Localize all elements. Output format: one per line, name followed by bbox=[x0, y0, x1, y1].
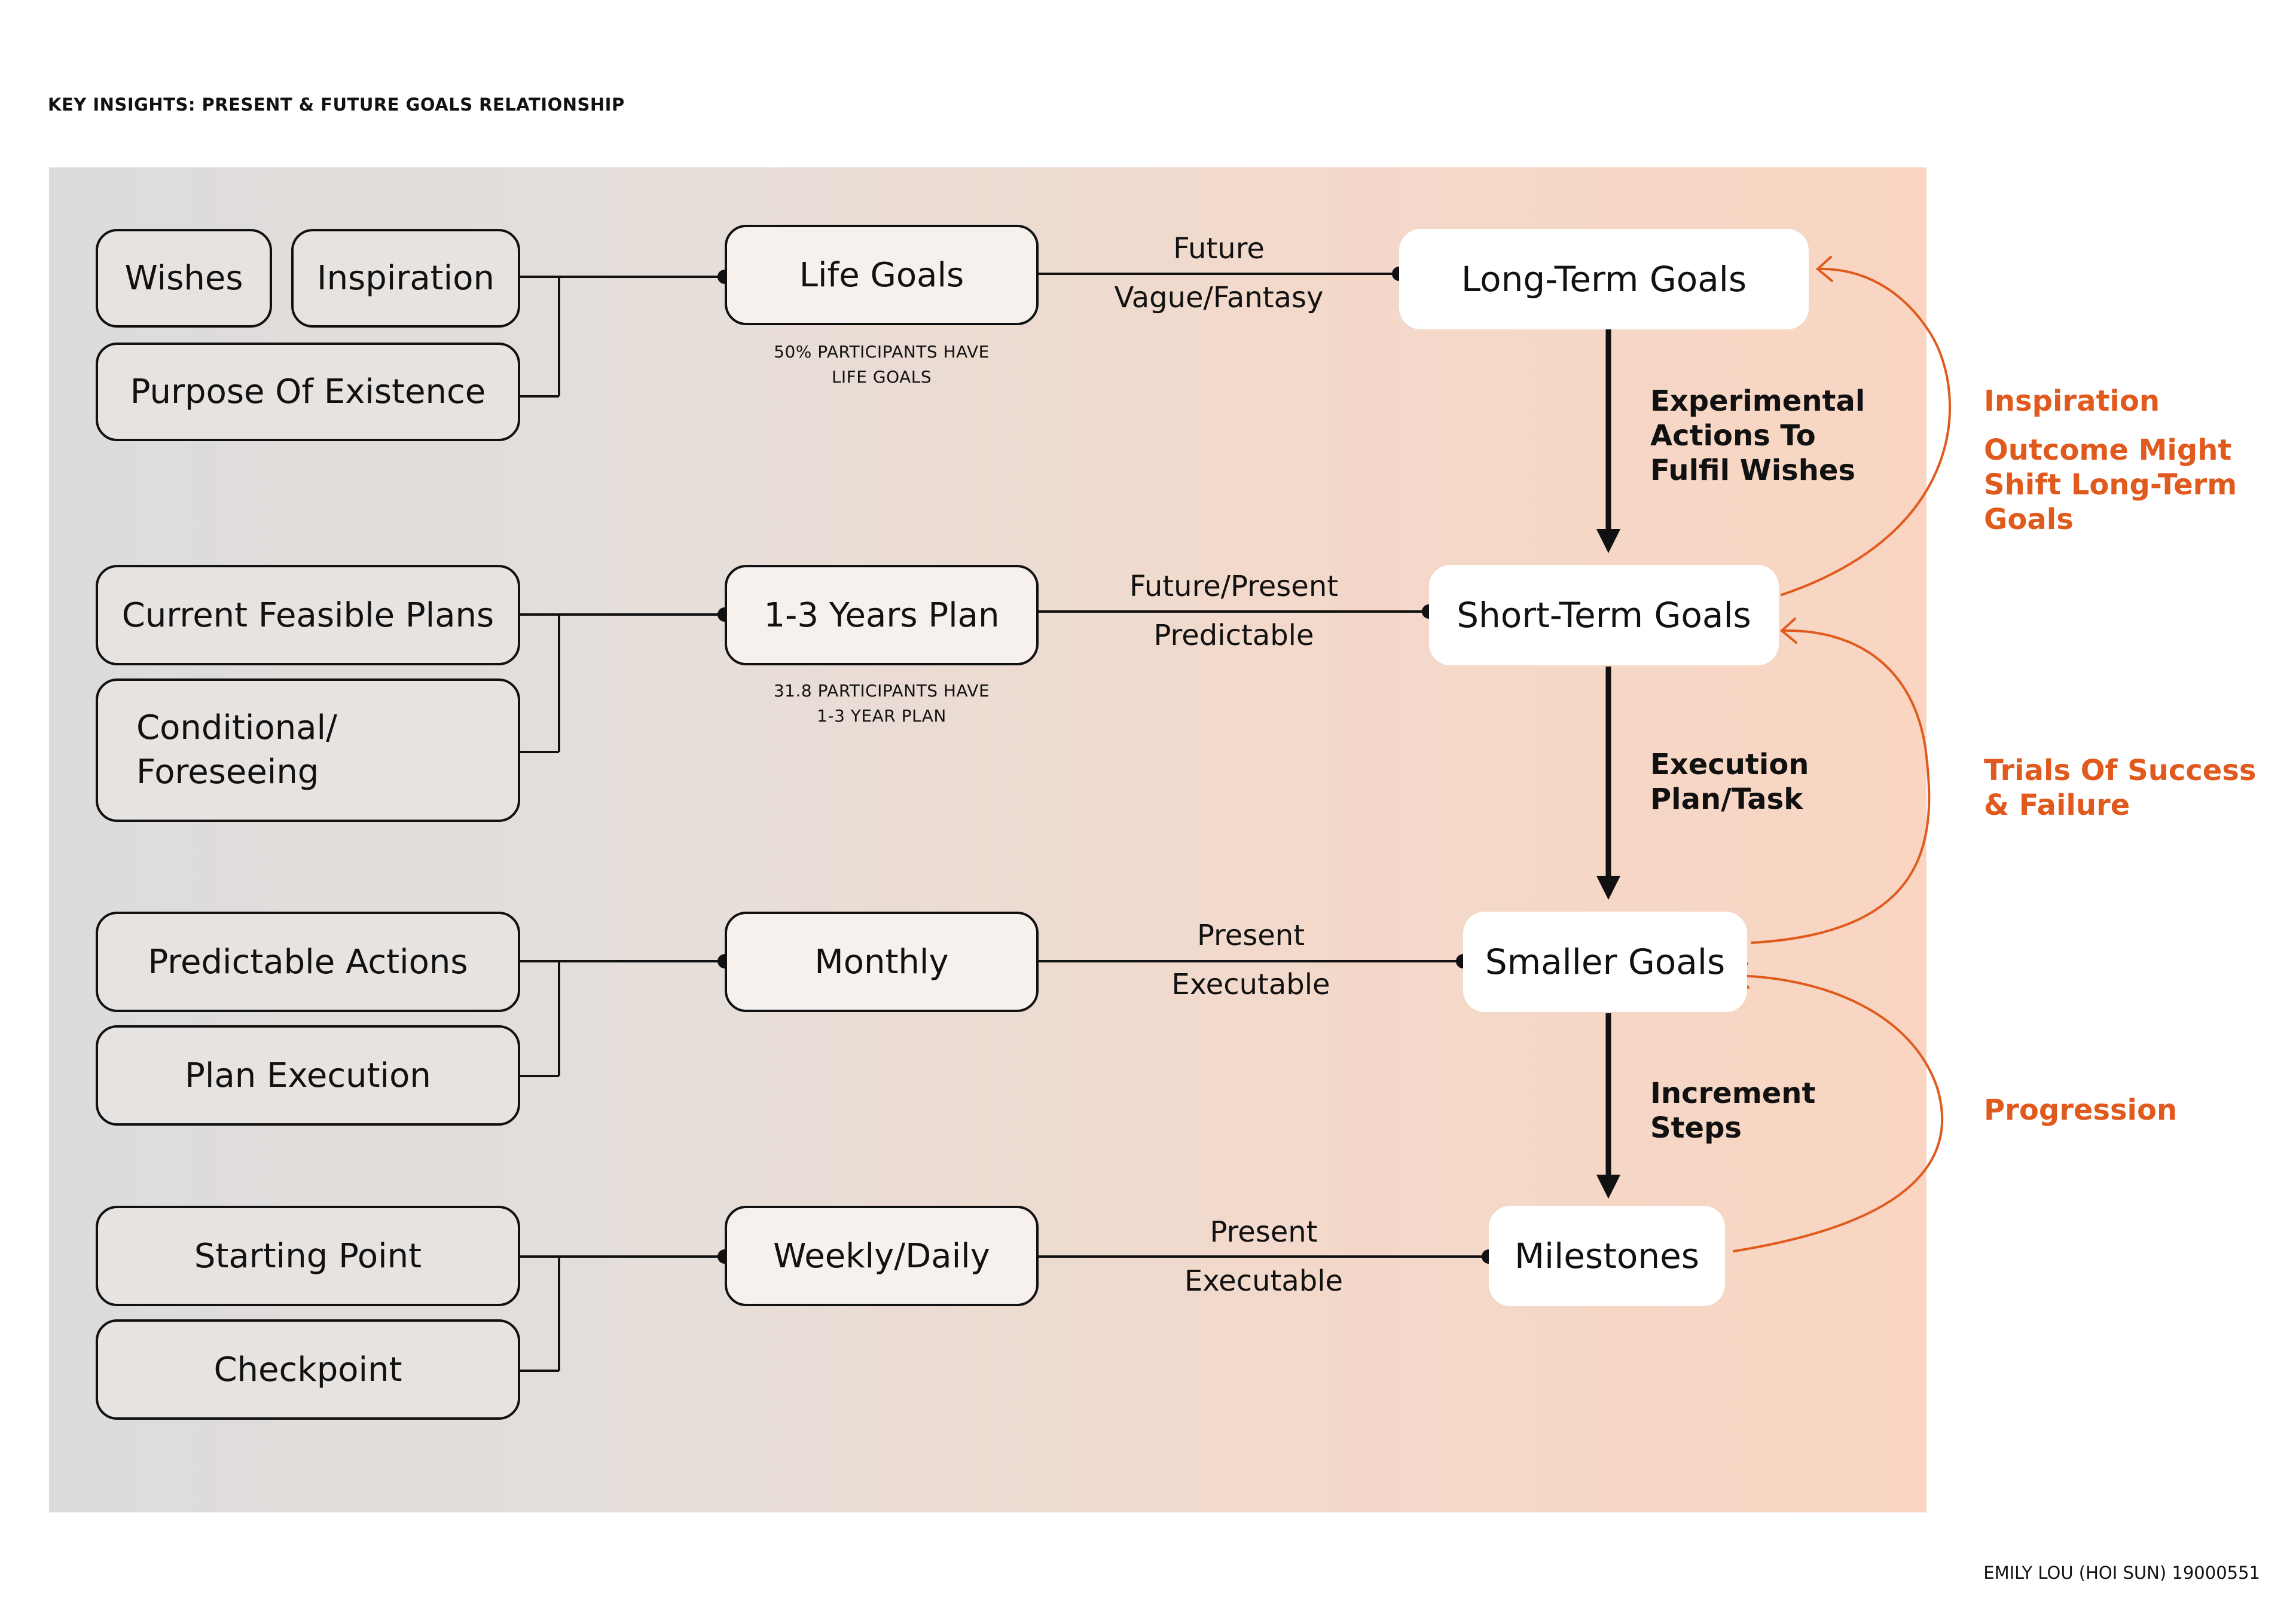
connector-label-bottom: Executable bbox=[1171, 968, 1330, 1001]
label-line: Plan/Task bbox=[1650, 783, 1803, 816]
label-line: Inspiration bbox=[1984, 384, 2160, 418]
feedback-curve-progression bbox=[1733, 974, 1944, 1252]
label-line: Shift Long-Term bbox=[1984, 468, 2237, 502]
label-line: Actions To bbox=[1650, 419, 1816, 453]
feedback-label-inspiration: Inspiration Outcome Might Shift Long-Ter… bbox=[1984, 384, 2237, 537]
source-purpose-of-existence: Purpose Of Existence bbox=[96, 343, 520, 441]
arrow-head bbox=[1815, 256, 1833, 282]
source-checkpoint: Checkpoint bbox=[96, 1319, 520, 1420]
feedback-curve-trials bbox=[1751, 629, 1931, 944]
plan-monthly: Monthly bbox=[725, 912, 1039, 1012]
source-starting-point: Starting Point bbox=[96, 1206, 520, 1306]
connector-label-top: Future bbox=[1173, 232, 1265, 265]
arrow-head bbox=[1779, 618, 1797, 644]
connector-label-top: Present bbox=[1196, 919, 1305, 952]
note-line: 1-3 YEAR PLAN bbox=[817, 706, 947, 726]
plan-life-goals: Life Goals bbox=[725, 225, 1039, 325]
note-1-3-years: 31.8 PARTICIPANTS HAVE 1-3 YEAR PLAN bbox=[725, 678, 1039, 729]
label-line: & Failure bbox=[1984, 788, 2130, 822]
connector-label-top: Present bbox=[1210, 1215, 1318, 1249]
source-conditional-foreseeing: Conditional/ Foreseeing bbox=[96, 678, 520, 822]
note-line: LIFE GOALS bbox=[831, 367, 932, 387]
page-title: KEY INSIGHTS: PRESENT & FUTURE GOALS REL… bbox=[48, 94, 625, 115]
feedback-label-progression: Progression bbox=[1984, 1093, 2177, 1127]
label-line: Progression bbox=[1984, 1093, 2178, 1127]
arrow-label-execution: Execution Plan/Task bbox=[1650, 747, 1809, 817]
plan-weekly-daily: Weekly/Daily bbox=[725, 1206, 1039, 1306]
footer-credit: EMILY LOU (HOI SUN) 19000551 bbox=[1983, 1563, 2260, 1583]
source-predictable-actions: Predictable Actions bbox=[96, 912, 520, 1012]
label-line: Execution bbox=[1650, 748, 1809, 781]
label-line: Goals bbox=[1984, 503, 2074, 536]
feedback-label-trials: Trials Of Success & Failure bbox=[1984, 753, 2256, 823]
goal-short-term: Short-Term Goals bbox=[1429, 565, 1779, 665]
label-line: Increment bbox=[1650, 1077, 1816, 1110]
goal-milestones: Milestones bbox=[1489, 1206, 1725, 1306]
source-current-feasible-plans: Current Feasible Plans bbox=[96, 565, 520, 665]
label-line: Outcome Might bbox=[1984, 433, 2232, 467]
source-inspiration: Inspiration bbox=[291, 229, 520, 328]
source-wishes: Wishes bbox=[96, 229, 272, 328]
feedback-curve-inspiration bbox=[1781, 267, 1952, 596]
connector-label-bottom: Executable bbox=[1184, 1264, 1344, 1298]
connector-label-top: Future/Present bbox=[1129, 570, 1339, 603]
arrow-label-increment: Increment Steps bbox=[1650, 1076, 1815, 1145]
plan-1-3-years: 1-3 Years Plan bbox=[725, 565, 1039, 665]
connector-label-bottom: Predictable bbox=[1153, 619, 1314, 652]
note-life-goals: 50% PARTICIPANTS HAVE LIFE GOALS bbox=[725, 340, 1039, 390]
note-line: 50% PARTICIPANTS HAVE bbox=[774, 342, 990, 362]
label-line: Experimental bbox=[1650, 384, 1866, 418]
connector-label-bottom: Vague/Fantasy bbox=[1114, 281, 1324, 314]
goal-smaller: Smaller Goals bbox=[1463, 912, 1747, 1012]
label-line: Steps bbox=[1650, 1111, 1742, 1145]
goal-long-term: Long-Term Goals bbox=[1399, 229, 1809, 329]
label-line: Trials Of Success bbox=[1984, 754, 2257, 787]
arrow-label-experimental: Experimental Actions To Fulfil Wishes bbox=[1650, 384, 1865, 488]
note-line: 31.8 PARTICIPANTS HAVE bbox=[773, 681, 990, 701]
source-plan-execution: Plan Execution bbox=[96, 1025, 520, 1126]
label-line: Fulfil Wishes bbox=[1650, 454, 1856, 487]
